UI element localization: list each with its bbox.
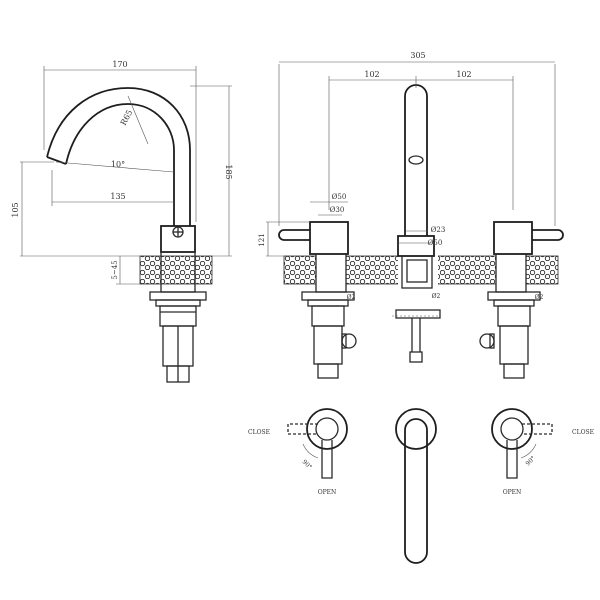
left-handle-open (321, 440, 333, 479)
side-deck (139, 255, 213, 285)
dim-185: 185 (224, 164, 233, 179)
right-valve-body (493, 221, 533, 255)
front-view: 305 102 102 Ø50 Ø30 121 Ø23 Ø50 Ø2 Ø2 Ø2 (258, 51, 564, 379)
dim-102-right: 102 (456, 70, 471, 79)
dim-r65: R65 (119, 108, 135, 127)
dim-102-left: 102 (364, 70, 379, 79)
dim-hole-left: Ø2 (347, 294, 356, 301)
left-escutcheon (306, 408, 348, 450)
right-close-label: CLOSE (572, 429, 594, 436)
dim-dia-50: Ø50 (332, 193, 347, 201)
plan-view: 90° CLOSE OPEN 90° CLOSE OPEN (248, 408, 594, 564)
left-valve-body (309, 221, 349, 255)
dim-170: 170 (112, 60, 127, 69)
spout-tip (46, 156, 67, 165)
left-angle-90: 90° (301, 458, 313, 470)
side-view: 170 R65 10° 135 105 185 5~45 (11, 60, 233, 383)
dim-hole-right: Ø2 (535, 294, 544, 301)
left-open-label: OPEN (318, 489, 337, 496)
spout-inner-curve (65, 103, 175, 226)
right-escutcheon (491, 408, 533, 450)
right-handle-close (522, 423, 553, 435)
dim-hole-centre: Ø2 (432, 293, 441, 300)
left-close-label: CLOSE (248, 429, 270, 436)
right-handle-open (506, 440, 518, 479)
spout-escutcheon (395, 408, 437, 450)
right-angle-90: 90° (524, 455, 536, 467)
dim-135: 135 (110, 192, 125, 201)
front-spout (404, 84, 428, 236)
spout-plan-arm (404, 418, 428, 564)
dim-5-45: 5~45 (111, 260, 119, 279)
dim-121: 121 (258, 233, 266, 246)
dim-305: 305 (410, 51, 425, 60)
spout-outer-curve (46, 87, 191, 226)
left-handle-close (287, 423, 318, 435)
right-open-label: OPEN (503, 489, 522, 496)
dim-105: 105 (11, 202, 20, 217)
dim-angle-10: 10° (111, 160, 125, 169)
dim-spout-base: Ø50 (428, 239, 443, 247)
dim-spout-hole: Ø23 (431, 226, 446, 234)
dim-dia-30: Ø30 (330, 206, 345, 214)
